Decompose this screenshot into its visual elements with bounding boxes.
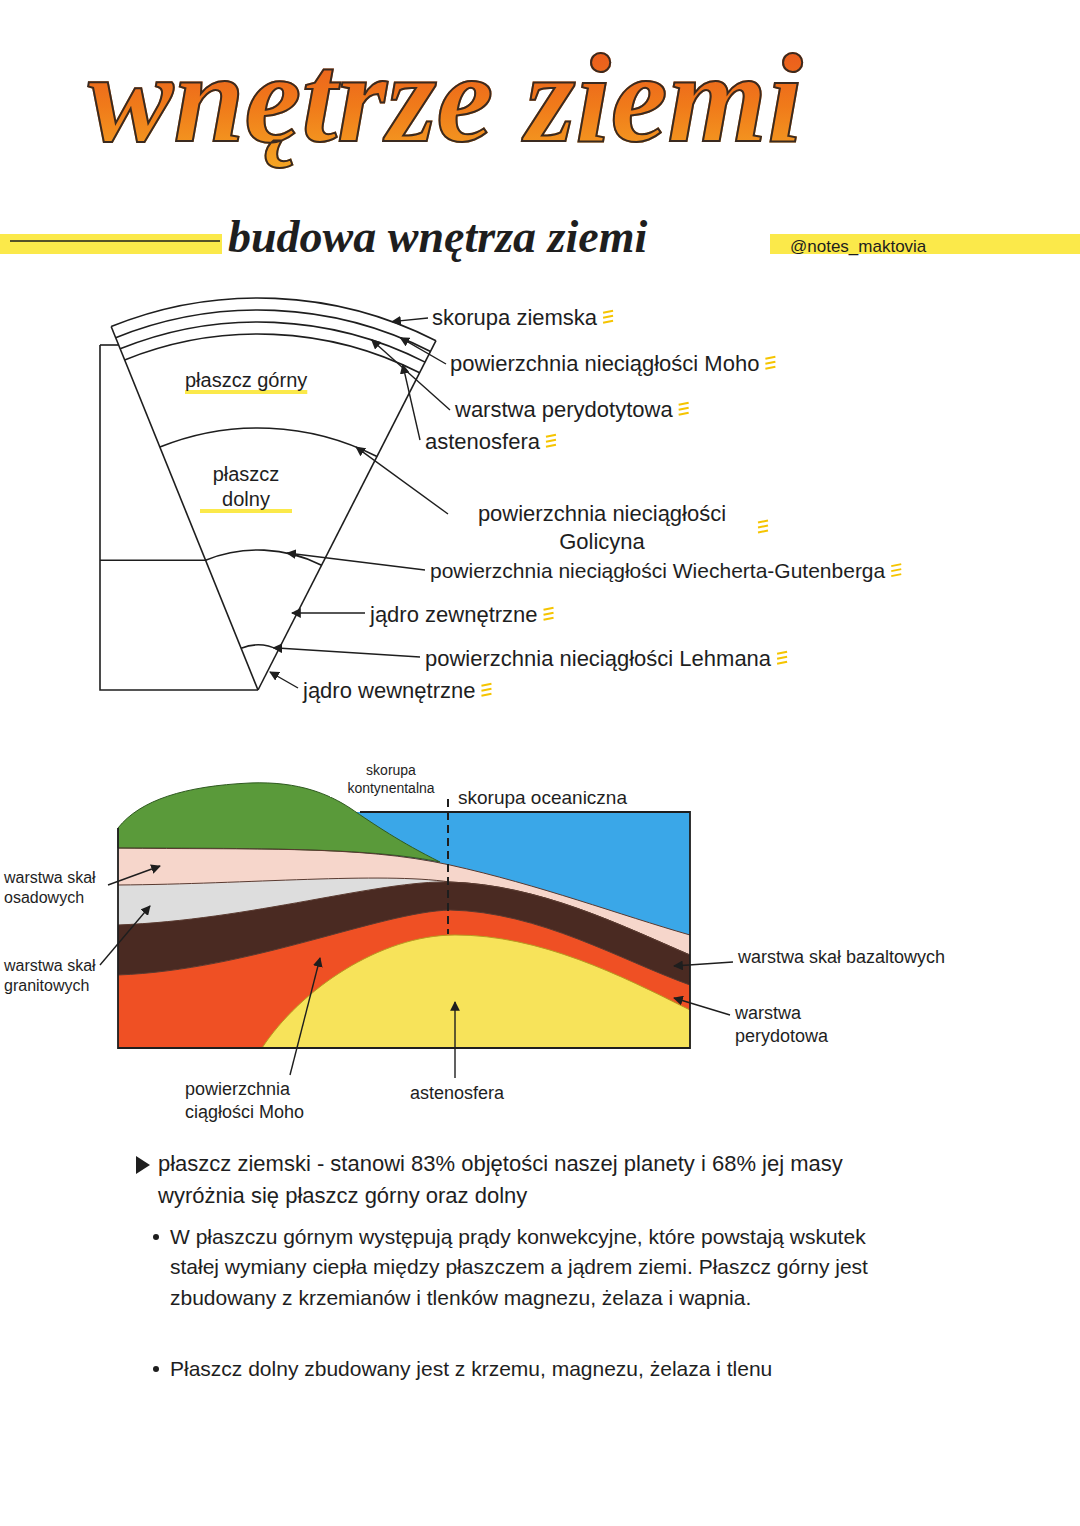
granite-layer	[118, 878, 690, 1048]
highlight-mark	[603, 316, 613, 318]
section-frame	[100, 345, 258, 690]
highlight-mark	[546, 445, 556, 447]
highlight-mark	[765, 362, 775, 364]
leader-arrow	[100, 906, 150, 965]
highlight-strip	[0, 234, 222, 254]
title: wnętrze ziemi	[88, 28, 803, 169]
leader-arrow	[674, 998, 730, 1015]
highlight-mark	[679, 413, 689, 415]
leader-arrow	[674, 962, 733, 966]
layer-label: powierzchnia nieciągłości Moho	[450, 350, 759, 378]
layer-label: jądro wewnętrzne	[303, 677, 475, 705]
leader-arrow	[356, 447, 448, 514]
crust-section	[100, 783, 733, 1078]
highlight-mark	[603, 311, 613, 313]
highlight-mark	[777, 657, 787, 659]
region-label: płaszcz dolny	[200, 462, 292, 512]
leader-arrow	[273, 648, 420, 657]
section-frame	[100, 344, 118, 346]
watermark: @notes_maktovia	[790, 236, 926, 257]
section-label: warstwa skał osadowych	[4, 868, 122, 908]
leader-arrow	[400, 338, 446, 364]
layer-boundary	[118, 910, 690, 985]
peridotite-layer	[118, 910, 690, 1048]
bullet-triangle	[136, 1156, 150, 1174]
highlight-mark	[765, 357, 775, 359]
region-label: płaszcz górny	[185, 368, 307, 393]
section-label: warstwa skał granitowych	[4, 956, 122, 996]
highlight-mark	[679, 408, 689, 410]
leader-arrow	[287, 553, 425, 570]
highlight-mark	[777, 662, 787, 664]
layer-boundary-arc	[206, 550, 322, 565]
highlight-mark	[758, 526, 768, 528]
leader-arrow	[108, 866, 160, 885]
body-text: wyróżnia się płaszcz górny oraz dolny	[158, 1182, 958, 1210]
highlight-mark	[546, 435, 556, 437]
section-label: skorupa kontynentalna	[330, 762, 452, 797]
body-text: W płaszczu górnym występują prądy konwek…	[170, 1222, 920, 1313]
layer-label: skorupa ziemska	[432, 304, 597, 332]
leader-arrow	[270, 672, 298, 688]
bullet-dot	[153, 1234, 159, 1240]
basalt-layer	[118, 882, 690, 1048]
leader-arrow	[403, 365, 420, 440]
leader-arrow	[392, 318, 428, 322]
layer-label: powierzchnia nieciągłości Golicyna	[452, 500, 752, 555]
section-frame	[100, 559, 206, 561]
layer-label: warstwa perydotytowa	[455, 396, 673, 424]
section-label: astenosfera	[410, 1082, 504, 1105]
asthenosphere	[262, 935, 690, 1048]
layer-boundary-arc	[116, 310, 431, 351]
bullet-dot	[153, 1366, 159, 1372]
section-label: warstwa perydotowa	[735, 1002, 895, 1047]
layer-label: astenosfera	[425, 428, 540, 456]
layer-label: jądro zewnętrzne	[370, 601, 538, 629]
highlight-mark	[603, 321, 613, 323]
layer-boundary-arc	[241, 645, 278, 650]
layer-label: powierzchnia nieciągłości Wiecherta-Gute…	[430, 558, 885, 584]
highlight-mark	[758, 531, 768, 533]
highlight-mark	[891, 569, 901, 571]
leader-arrow	[292, 612, 365, 613]
earth-wedge	[100, 298, 450, 690]
subtitle: budowa wnętrza ziemi	[228, 208, 647, 266]
highlight-mark	[481, 689, 491, 691]
dashed-divider	[447, 786, 449, 934]
layer-boundary-arc	[160, 428, 377, 457]
body-text: Płaszcz dolny zbudowany jest z krzemu, m…	[170, 1354, 920, 1384]
section-frame	[118, 812, 690, 1048]
highlight-mark	[544, 608, 554, 610]
highlight-mark	[891, 574, 901, 576]
leader-arrow	[290, 958, 320, 1075]
layer-boundary	[118, 882, 690, 955]
highlight-mark	[765, 367, 775, 369]
section-label: powierzchnia ciągłości Moho	[185, 1078, 355, 1123]
highlight-mark	[481, 684, 491, 686]
leader-arrow	[454, 1002, 455, 1078]
section-label: warstwa skał bazaltowych	[738, 946, 958, 969]
layer-boundary-arc	[125, 334, 420, 373]
section-label: skorupa oceaniczna	[458, 786, 627, 810]
layer-boundary	[118, 848, 690, 935]
highlight-mark	[777, 652, 787, 654]
body-text: płaszcz ziemski - stanowi 83% objętości …	[158, 1150, 1058, 1178]
highlight-mark	[546, 440, 556, 442]
highlight-mark	[758, 521, 768, 523]
highlight-mark	[544, 618, 554, 620]
layer-label: powierzchnia nieciągłości Lehmana	[425, 645, 771, 673]
header-rule	[10, 240, 220, 242]
highlight-mark	[679, 403, 689, 405]
highlight-mark	[544, 613, 554, 615]
highlight-mark	[891, 564, 901, 566]
sediment-layer	[118, 848, 690, 1048]
highlight-mark	[481, 694, 491, 696]
